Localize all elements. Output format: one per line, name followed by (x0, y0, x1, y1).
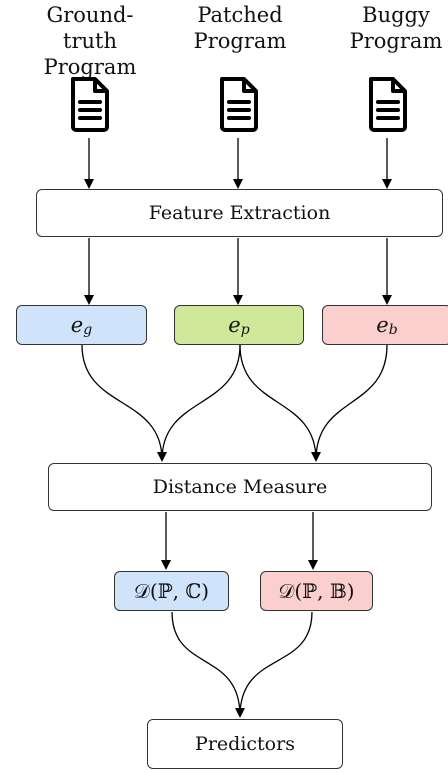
document-icon (71, 77, 109, 132)
distance-pb-label: 𝒟(ℙ, 𝔹) (278, 579, 355, 603)
curve-eg-to-left (81, 344, 167, 462)
header-patched-line2: Program (193, 29, 287, 53)
embedding-eg-base: e (70, 313, 84, 337)
document-icon (220, 77, 258, 132)
header-buggy-line1: Buggy (362, 3, 430, 27)
distance-pb-box: 𝒟(ℙ, 𝔹) (260, 571, 373, 611)
header-patched: Patched Program (170, 2, 310, 54)
embedding-eb-base: e (376, 313, 389, 337)
header-buggy: Buggy Program (326, 2, 448, 54)
curve-dpb-to-predictors (239, 611, 313, 717)
embedding-eg-sub: g (83, 322, 93, 338)
embedding-eb-sub: b (388, 322, 398, 338)
header-buggy-line2: Program (349, 29, 443, 53)
header-ground-truth-line2: Program (43, 55, 137, 79)
header-patched-line1: Patched (197, 3, 283, 27)
feature-extraction-box: Feature Extraction (36, 189, 443, 237)
curve-dpc-to-predictors (171, 611, 245, 718)
curve-ep-to-right (239, 344, 321, 462)
feature-extraction-label: Feature Extraction (148, 202, 331, 224)
distance-measure-label: Distance Measure (152, 476, 328, 498)
distance-pc-box: 𝒟(ℙ, ℂ) (114, 571, 229, 611)
distance-pc-label: 𝒟(ℙ, ℂ) (133, 579, 210, 603)
distance-measure-box: Distance Measure (48, 463, 432, 511)
embedding-ep-base: e (228, 313, 241, 337)
header-ground-truth: Ground-truth Program (20, 2, 160, 80)
header-ground-truth-line1: Ground-truth (46, 3, 134, 53)
document-icon (369, 77, 407, 132)
curve-eb-to-right (315, 344, 388, 461)
predictors-label: Predictors (195, 733, 295, 755)
predictors-box: Predictors (147, 719, 343, 769)
curve-ep-to-left (161, 344, 241, 461)
embedding-ep-sub: p (240, 322, 250, 338)
